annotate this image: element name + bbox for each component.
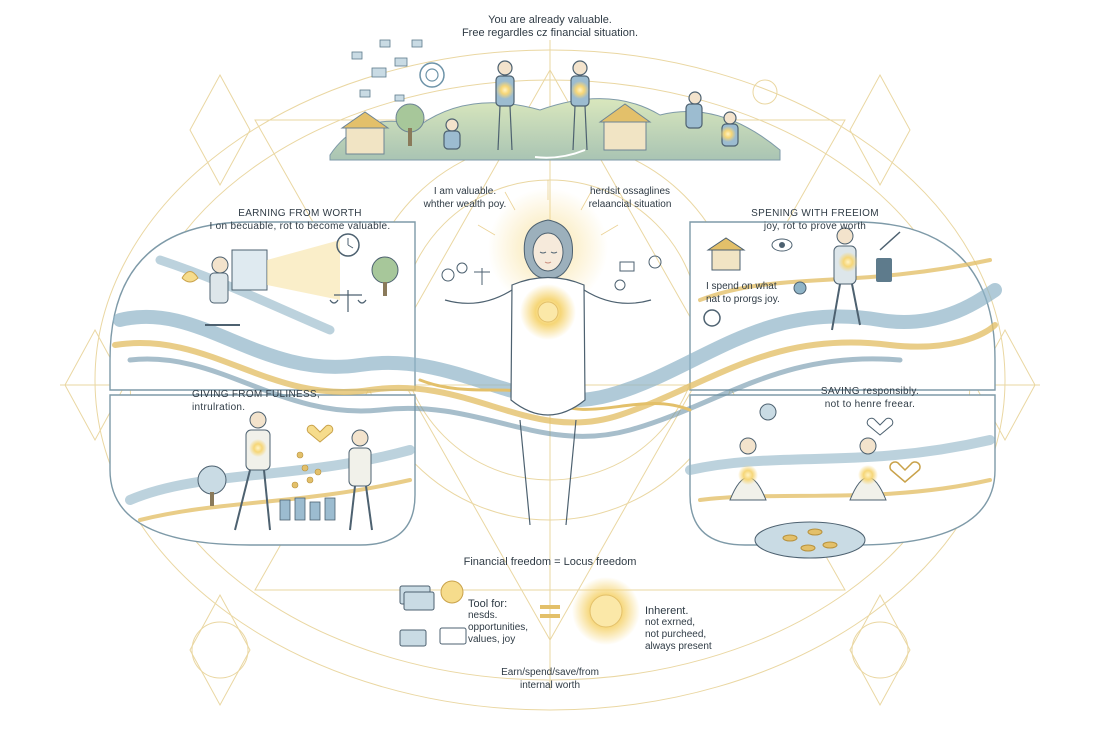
inherent-title: Inherent. xyxy=(645,605,689,617)
saving-label: SAVING responsibly. not to henre freear. xyxy=(800,385,940,411)
saving-scene xyxy=(729,403,921,559)
giving-label: GIVING FROM FULINESS, intrulration. xyxy=(192,388,352,414)
spending-note-line-1: I spend on what xyxy=(706,281,777,292)
top-line-2: Free regardles cz financial situation. xyxy=(461,27,639,39)
saving-title: SAVING responsibly. xyxy=(820,386,920,397)
spending-title: SPENING WITH FREEIOM xyxy=(751,208,879,219)
tool-title: Tool for: xyxy=(468,598,508,610)
river-flows xyxy=(112,255,1002,522)
earning-label: EARNING FROM WORTH I on becuable, rot to… xyxy=(190,207,410,233)
center-left-line-1: I am valuable. xyxy=(433,186,497,197)
tool-item: opportunities, xyxy=(468,622,529,633)
inherent-item: always present xyxy=(645,641,712,652)
equation: Financial freedom = Locus freedom xyxy=(463,556,637,568)
center-right-line-2: relaancial situation xyxy=(588,199,672,210)
center-right-caption: herdsit ossaglines relaancial situation xyxy=(560,185,700,211)
bottom-graphics xyxy=(399,577,640,647)
inherent-item: not exrned, xyxy=(645,617,696,628)
earning-scene xyxy=(181,233,399,326)
giving-title: GIVING FROM FULINESS, xyxy=(192,389,320,400)
top-message: You are already valuable. Free regardles… xyxy=(430,14,670,40)
center-left-caption: I am valuable. whther wealth poy. xyxy=(395,185,535,211)
top-scene xyxy=(329,39,781,161)
inherent-block: Inherent. not exrned, not purcheed, alwa… xyxy=(645,605,735,653)
saving-subtitle: not to henre freear. xyxy=(824,399,916,410)
spending-scene xyxy=(703,227,901,331)
footer-line-2: internal worth xyxy=(519,680,581,691)
footer-message: Earn/spend/save/from internal worth xyxy=(460,666,640,692)
earning-subtitle: I on becuable, rot to become valuable. xyxy=(209,221,391,232)
spending-note-line-2: nat to prorgs joy. xyxy=(706,294,780,305)
center-right-line-1: herdsit ossaglines xyxy=(589,186,671,197)
top-line-1: You are already valuable. xyxy=(488,14,612,26)
footer-line-1: Earn/spend/save/from xyxy=(501,667,599,678)
tool-item: nesds. xyxy=(468,610,498,621)
earning-title: EARNING FROM WORTH xyxy=(238,208,362,219)
spending-label: SPENING WITH FREEIOM joy, rot to prove w… xyxy=(715,207,915,233)
tool-block: Tool for: nesds. opportunities, values, … xyxy=(468,598,548,646)
giving-scene xyxy=(197,411,373,531)
tool-item: values, joy xyxy=(468,634,516,645)
giving-subtitle: intrulration. xyxy=(192,402,246,413)
center-left-line-2: whther wealth poy. xyxy=(423,199,507,210)
spending-note: I spend on what nat to prorgs joy. xyxy=(706,280,816,306)
inherent-item: not purcheed, xyxy=(645,629,707,640)
central-figure xyxy=(441,180,662,526)
spending-subtitle: joy, rot to prove worth xyxy=(763,221,867,232)
